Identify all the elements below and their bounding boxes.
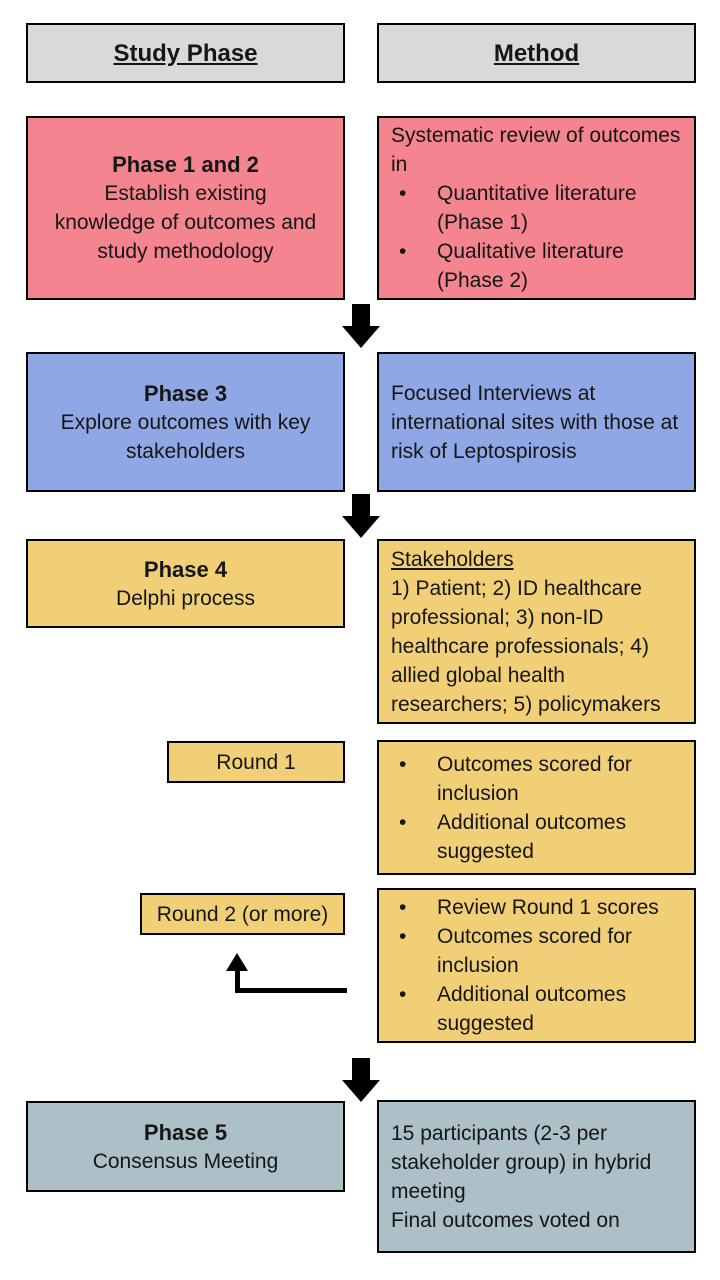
bullet-icon: • (399, 182, 407, 205)
phase-1-2-method-bullet: • Qualitative literature (Phase 2) (391, 237, 684, 295)
box-phase-4-method: Stakeholders 1) Patient; 2) ID healthcar… (377, 539, 696, 724)
phase-3-method-text: Focused Interviews at international site… (391, 381, 679, 463)
round-2-method-bullet: • Review Round 1 scores (391, 893, 684, 922)
box-phase-3-method: Focused Interviews at international site… (377, 352, 696, 492)
phase-3-title: Phase 3 (143, 380, 228, 406)
box-phase-3: Phase 3 Explore outcomes with key stakeh… (26, 352, 345, 492)
phase-4-desc: Delphi process (116, 586, 255, 610)
stakeholders-heading: Stakeholders (391, 547, 514, 571)
box-phase-5: Phase 5 Consensus Meeting (26, 1101, 345, 1192)
flow-arrow-down-icon (342, 494, 380, 538)
phase-1-2-method-bullet: • Quantitative literature (Phase 1) (391, 179, 684, 237)
box-phase-1-2: Phase 1 and 2 Establish existing knowled… (26, 116, 345, 300)
box-round-1: Round 1 (167, 741, 345, 783)
phase-5-title: Phase 5 (143, 1119, 228, 1145)
box-round-2: Round 2 (or more) (140, 893, 345, 935)
box-phase-4: Phase 4 Delphi process (26, 539, 345, 628)
header-method: Method (377, 23, 696, 83)
header-study-phase: Study Phase (26, 23, 345, 83)
box-round-1-method: • Outcomes scored for inclusion • Additi… (377, 740, 696, 875)
round-2-label: Round 2 (or more) (156, 902, 329, 926)
round-2-method-bullet: • Additional outcomes suggested (391, 980, 684, 1038)
phase-1-2-desc: Establish existing knowledge of outcomes… (54, 182, 317, 263)
bullet-icon: • (399, 810, 407, 834)
bullet-icon: • (399, 752, 407, 776)
phase-4-title: Phase 4 (143, 556, 228, 582)
bullet-icon: • (399, 896, 407, 919)
box-phase-1-2-method: Systematic review of outcomes in • Quant… (377, 116, 696, 300)
flow-arrow-down-icon (342, 304, 380, 348)
flow-arrow-down-icon (342, 1058, 380, 1102)
phase-1-2-title: Phase 1 and 2 (112, 152, 259, 177)
phase-5-method-line2: Final outcomes voted on (391, 1208, 620, 1232)
phase-3-desc: Explore outcomes with key stakeholders (60, 410, 311, 463)
stakeholders-list-text: 1) Patient; 2) ID healthcare professiona… (391, 576, 661, 716)
bullet-icon: • (399, 983, 407, 1006)
box-phase-5-method: 15 participants (2-3 per stakeholder gro… (377, 1100, 696, 1253)
round-1-method-bullet: • Outcomes scored for inclusion (391, 750, 684, 808)
box-round-2-method: • Review Round 1 scores • Outcomes score… (377, 888, 696, 1043)
phase-5-desc: Consensus Meeting (92, 1149, 279, 1173)
phase-1-2-method-intro: Systematic review of outcomes in (391, 124, 681, 176)
bullet-icon: • (399, 240, 407, 263)
bullet-icon: • (399, 925, 407, 948)
phase-5-method-line1: 15 participants (2-3 per stakeholder gro… (391, 1121, 652, 1203)
round-2-method-bullet: • Outcomes scored for inclusion (391, 922, 684, 980)
round-1-label: Round 1 (216, 750, 296, 774)
round-1-method-bullet: • Additional outcomes suggested (391, 808, 684, 866)
